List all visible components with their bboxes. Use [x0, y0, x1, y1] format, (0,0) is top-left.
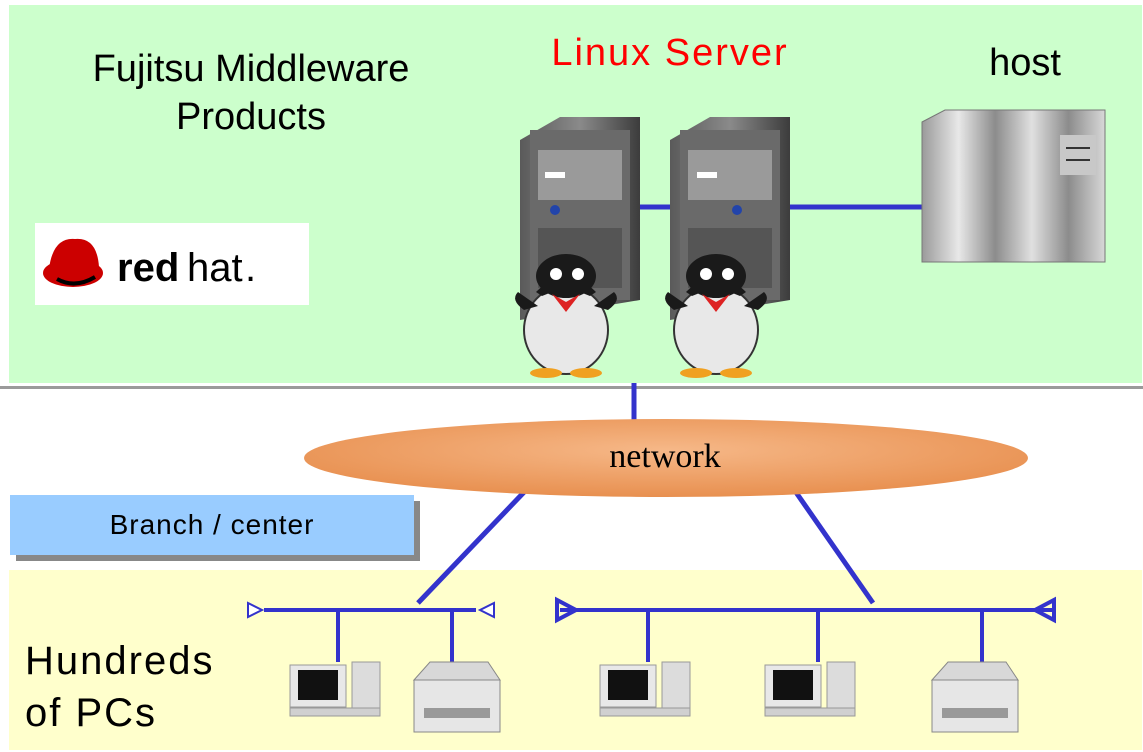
network-to-right-lan-link — [790, 486, 876, 605]
pcs-line1: Hundreds — [25, 639, 215, 683]
branch-center-label: Branch / center — [10, 495, 414, 555]
server-links — [416, 204, 922, 605]
redhat-logo-icon: red hat . — [43, 238, 256, 290]
redhat-text-light: hat — [187, 246, 243, 290]
mainframe-host-icon — [921, 109, 1106, 263]
left-lan-terminator-icon — [247, 601, 265, 619]
redhat-text-bold: red — [117, 246, 179, 290]
penguin-icon — [515, 254, 617, 378]
pc-icon — [289, 661, 381, 717]
printer-icon — [930, 661, 1019, 733]
redhat-text-mark: . — [245, 246, 256, 290]
pc-icon — [764, 661, 856, 717]
penguin-icon — [665, 254, 767, 378]
pcs-line2: of PCs — [25, 691, 158, 735]
network-label: network — [609, 438, 721, 475]
linux-server-label: Linux Server — [551, 32, 789, 74]
redhat-logo: red hat . — [35, 223, 309, 305]
right-lan — [560, 608, 1052, 662]
middleware-title: Fujitsu Middleware Products — [46, 45, 456, 141]
pcs-label: Hundreds of PCs — [25, 635, 265, 739]
middleware-line1: Fujitsu Middleware — [92, 48, 410, 90]
middleware-line2: Products — [176, 96, 326, 138]
pc-icon — [599, 661, 691, 717]
right-lan-terminator-icon — [1030, 596, 1056, 624]
network-to-left-lan-link — [416, 486, 530, 605]
zone-divider — [0, 386, 1143, 389]
left-lan-terminator-icon — [477, 601, 495, 619]
host-label: host — [989, 42, 1061, 84]
left-lan — [264, 608, 476, 662]
printer-icon — [412, 661, 501, 733]
right-lan-terminator-icon — [555, 596, 581, 624]
network-cloud — [304, 419, 1028, 497]
